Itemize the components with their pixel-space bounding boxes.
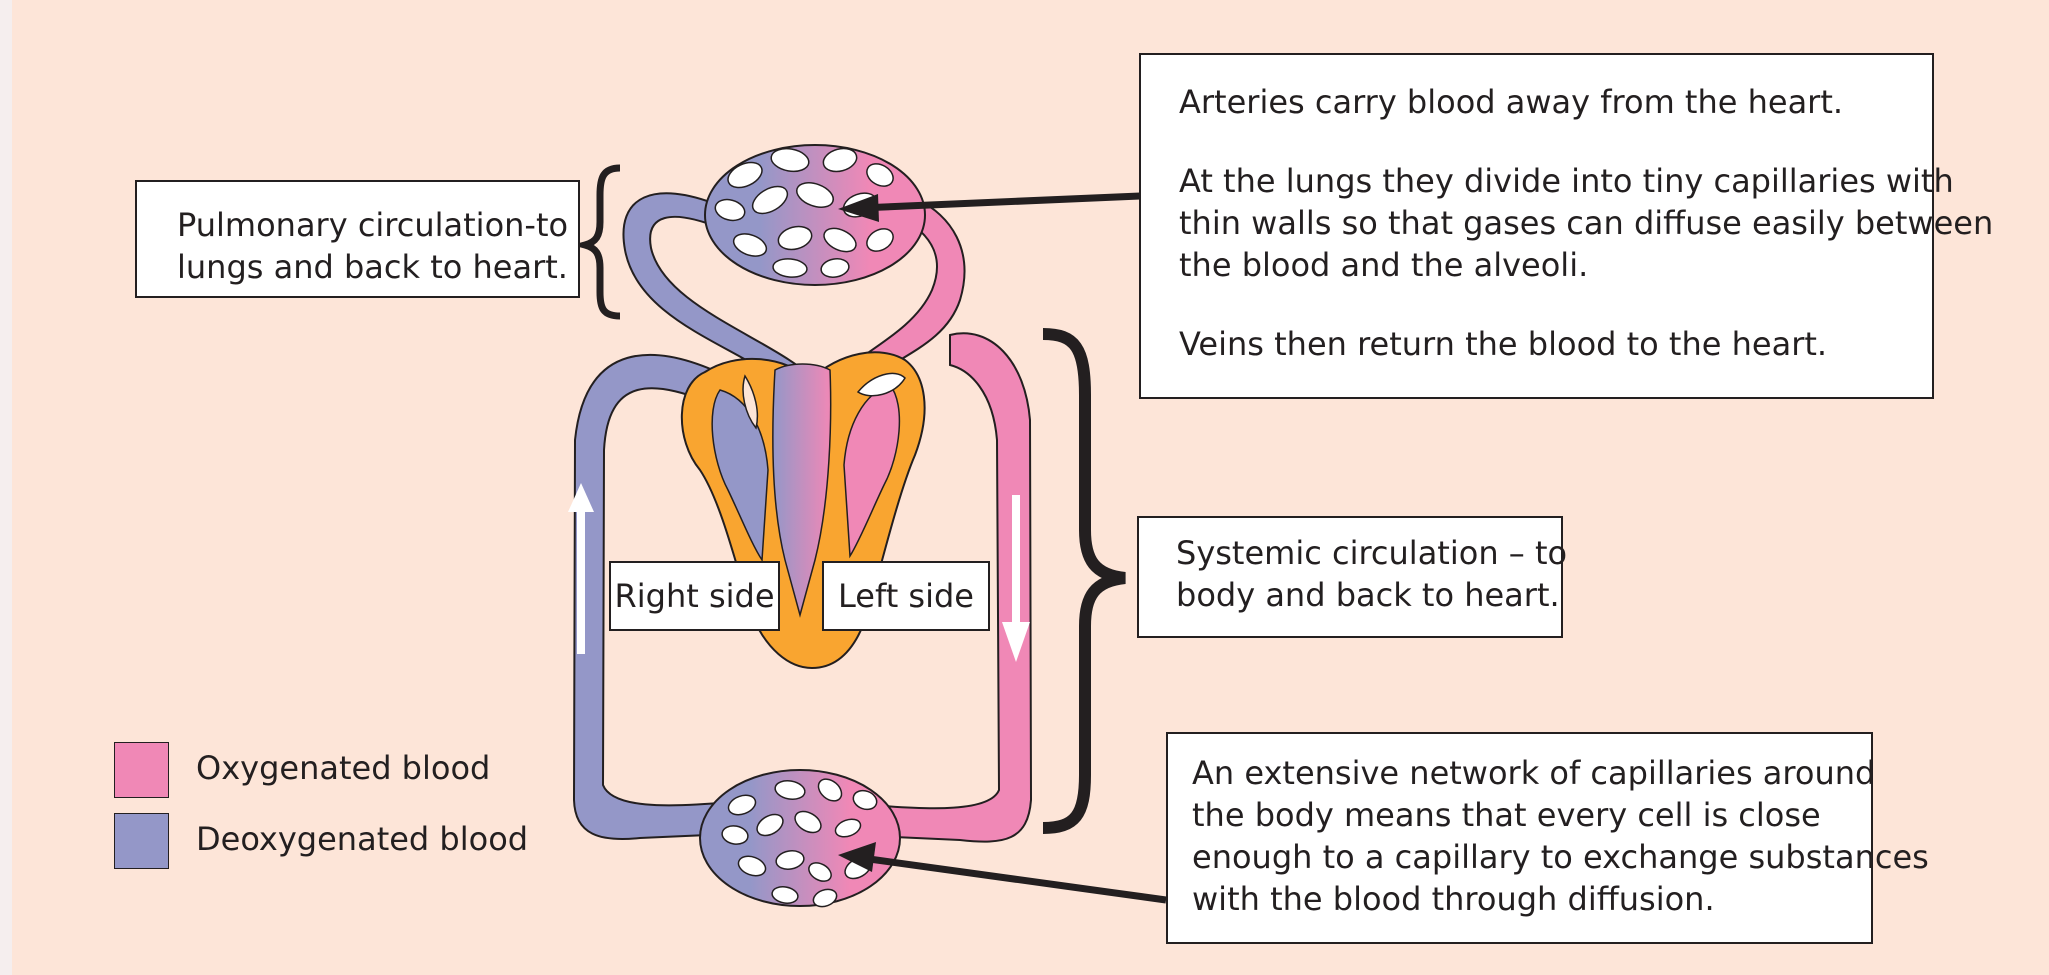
arteries-note: Arteries carry blood away from the heart… — [1139, 53, 1934, 399]
left-side-label: Left side — [822, 561, 990, 631]
network-line-1: An extensive network of capillaries arou… — [1192, 752, 1871, 794]
oxygenated-label: Oxygenated blood — [196, 748, 490, 788]
systemic-line-1: Systemic circulation – to — [1176, 532, 1561, 574]
systemic-circulation-label: Systemic circulation – to body and back … — [1137, 516, 1563, 638]
oxygenated-swatch — [114, 742, 169, 798]
network-line-2: the body means that every cell is close — [1192, 794, 1871, 836]
arteries-line-5: Veins then return the blood to the heart… — [1179, 323, 1932, 365]
pulmonary-line-1: Pulmonary circulation-to — [177, 204, 578, 246]
systemic-brace — [1043, 334, 1125, 828]
arteries-line-3: thin walls so that gases can diffuse eas… — [1179, 202, 1932, 244]
arteries-line-2: At the lungs they divide into tiny capil… — [1179, 160, 1932, 202]
network-line-4: with the blood through diffusion. — [1192, 878, 1871, 920]
pulmonary-brace — [585, 168, 620, 316]
systemic-line-2: body and back to heart. — [1176, 574, 1561, 616]
capillary-network-note: An extensive network of capillaries arou… — [1166, 732, 1873, 944]
deoxygenated-label: Deoxygenated blood — [196, 819, 528, 859]
network-line-3: enough to a capillary to exchange substa… — [1192, 836, 1871, 878]
right-side-label: Right side — [609, 561, 780, 631]
arteries-line-4: the blood and the alveoli. — [1179, 244, 1932, 286]
deoxygenated-swatch — [114, 813, 169, 869]
pulmonary-line-2: lungs and back to heart. — [177, 246, 578, 288]
arteries-line-1: Arteries carry blood away from the heart… — [1179, 81, 1932, 123]
pulmonary-circulation-label: Pulmonary circulation-to lungs and back … — [135, 180, 580, 298]
